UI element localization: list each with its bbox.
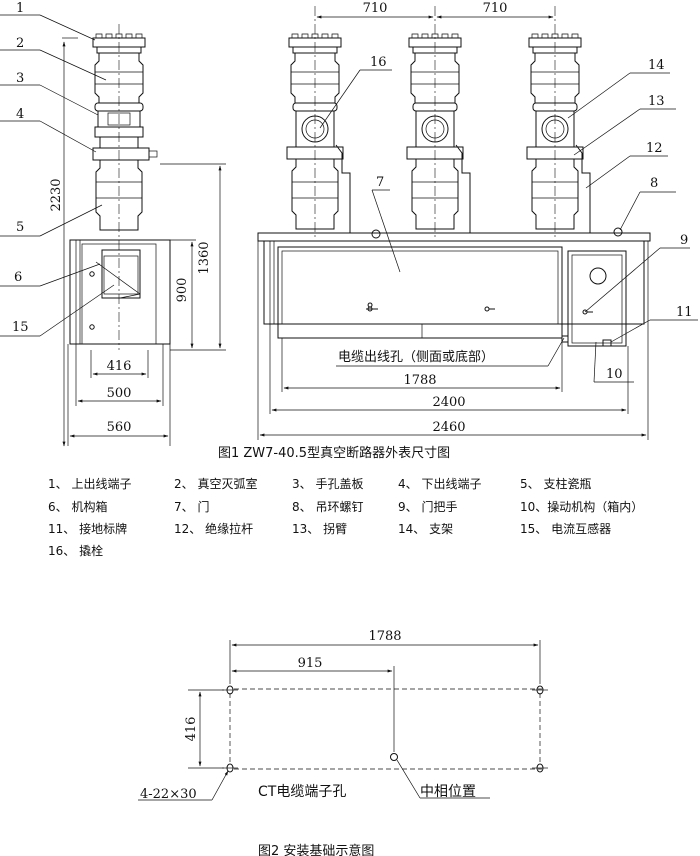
- callout-6: 6: [14, 270, 22, 285]
- legend-item: 4、 下出线端子: [398, 477, 481, 491]
- dim-2230-label: 2230: [49, 178, 64, 211]
- legend-item: 11、 接地标牌: [48, 521, 127, 536]
- fig2-dim-915-label: 915: [298, 656, 323, 671]
- legend-item: 8、 吊环螺钉: [292, 500, 363, 514]
- legend-item: 5、 支柱瓷瓶: [520, 476, 591, 491]
- front-view-callouts: 16 7 14 13 12 8 9 11 10: [319, 55, 698, 383]
- dim-2460-label: 2460: [432, 420, 465, 435]
- side-view-callouts: 1 2 3 4 5 6 15: [0, 1, 115, 337]
- side-view: [69, 24, 171, 350]
- pole-right: [526, 33, 591, 234]
- dim-560-label: 560: [107, 420, 132, 435]
- fig2-dim-1788-label: 1788: [368, 629, 401, 644]
- dim-710-right-label: 710: [483, 1, 508, 16]
- legend-item: 16、 撬栓: [48, 543, 103, 558]
- legend-item: 10、操动机构（箱内）: [520, 499, 643, 514]
- legend-item: 1、 上出线端子: [48, 477, 131, 491]
- fig2-hole-note: 4-22×30: [140, 787, 197, 802]
- dim-710-left-label: 710: [363, 1, 388, 16]
- dim-2400-label: 2400: [432, 395, 465, 410]
- cable-outlet-note: 电缆出线孔（侧面或底部）: [338, 349, 494, 365]
- figure1-caption: 图1 ZW7-40.5型真空断路器外表尺寸图: [218, 445, 450, 461]
- callout-13: 13: [648, 94, 665, 109]
- callout-14: 14: [648, 58, 665, 73]
- callout-5: 5: [16, 220, 24, 235]
- dim-1360-label: 1360: [197, 241, 212, 274]
- callout-10: 10: [606, 367, 623, 382]
- pole-middle: [406, 33, 471, 234]
- legend-item: 7、 门: [174, 499, 209, 514]
- callout-1: 1: [16, 1, 24, 16]
- legend-item: 9、 门把手: [398, 499, 457, 514]
- callout-9: 9: [680, 233, 688, 248]
- dim-500-label: 500: [107, 386, 132, 401]
- callout-12: 12: [646, 141, 663, 156]
- legend-item: 14、 支架: [398, 522, 453, 536]
- dim-416-label: 416: [107, 359, 132, 374]
- callout-2: 2: [16, 36, 24, 51]
- parts-legend: 1、 上出线端子 2、 真空灭弧室 3、 手孔盖板 4、 下出线端子 5、 支柱…: [48, 476, 643, 558]
- dim-900-label: 900: [175, 278, 190, 303]
- legend-item: 12、 绝缘拉杆: [174, 521, 253, 536]
- front-view: [257, 6, 651, 347]
- front-view-dims: 710 710 1788 2400 2460 电缆出线孔（侧面或底部）: [257, 1, 649, 440]
- legend-item: 2、 真空灭弧室: [174, 476, 257, 491]
- legend-item: 3、 手孔盖板: [292, 477, 363, 491]
- callout-11: 11: [676, 305, 693, 320]
- foundation-dims: 1788 915 416 4-22×30 CT电缆端子孔 中相位置: [138, 629, 541, 802]
- figure2-caption: 图2 安装基础示意图: [258, 843, 374, 856]
- callout-15: 15: [12, 320, 29, 335]
- legend-item: 6、 机构箱: [48, 499, 107, 514]
- pole-left: [286, 33, 351, 234]
- dim-1788-label: 1788: [403, 373, 436, 388]
- callout-4: 4: [16, 107, 24, 122]
- callout-7: 7: [376, 175, 384, 190]
- fig2-ct-note: CT电缆端子孔: [258, 784, 346, 800]
- fig2-dim-416-label: 416: [184, 717, 199, 742]
- side-view-dims: 2230 1360 900 416 500 560: [49, 37, 226, 447]
- legend-item: 13、 拐臂: [292, 521, 347, 536]
- callout-16: 16: [370, 55, 387, 70]
- fig2-mid-note: 中相位置: [420, 784, 476, 800]
- callout-8: 8: [650, 176, 658, 191]
- foundation-plan: [222, 685, 548, 773]
- legend-item: 15、 电流互感器: [520, 521, 611, 536]
- callout-3: 3: [16, 71, 24, 86]
